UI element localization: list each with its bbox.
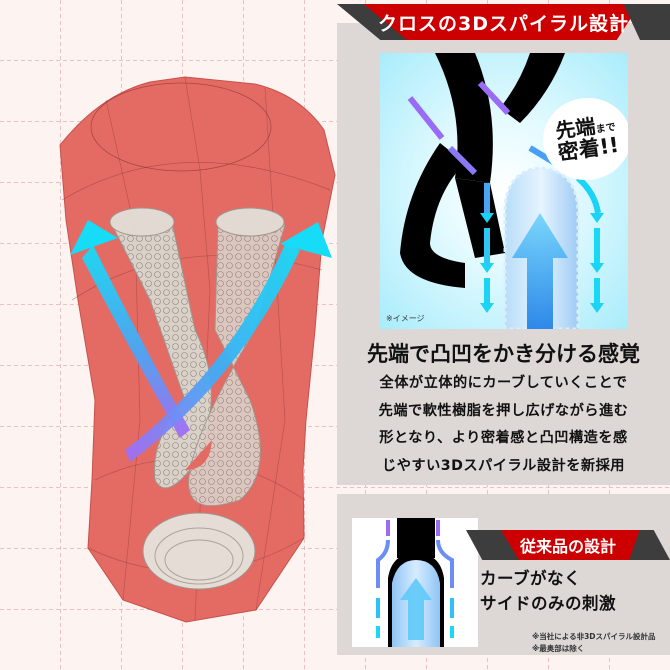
footnotes: ※当社による非3Dスパイラル設計品 ※最奥部は除く	[532, 631, 656, 655]
spiral-design-banner: クロスの3Dスパイラル設計	[337, 4, 670, 40]
curved-arrow-icon	[125, 222, 332, 462]
up-arrow-icon	[512, 213, 568, 329]
inner-spiral-tubes	[109, 207, 286, 590]
curved-arrow-icon	[70, 220, 190, 438]
banner-title: 従来品の設計	[519, 537, 616, 556]
up-arrow-icon	[400, 578, 432, 640]
banner-title: クロスの3Dスパイラル設計	[378, 12, 629, 35]
traditional-description: カーブがなく サイドのみの刺激	[480, 566, 616, 616]
description-line: 全体が立体的にカーブしていくことで	[379, 375, 628, 391]
description-line: 先端で軟性樹脂を押し広げながら進む	[378, 402, 629, 419]
description-line: じやすい3Dスパイラル設計を新採用	[382, 457, 625, 474]
footnote: ※最奥部は除く	[532, 644, 585, 653]
description-line: 形となり、より密着感と凸凹構造を感	[379, 430, 628, 446]
description-line: カーブがなく	[480, 569, 582, 588]
image-note: ※イメージ	[386, 314, 425, 323]
spiral-diagram-image: 先端まで 密着!! ※イメージ	[380, 53, 628, 329]
footnote: ※当社による非3Dスパイラル設計品	[532, 632, 656, 641]
feature-headline: 先端で凸凹をかき分ける感覚	[367, 342, 640, 366]
traditional-design-banner: 従来品の設計	[466, 530, 670, 560]
description-line: サイドのみの刺激	[480, 594, 616, 613]
traditional-diagram-image	[352, 518, 478, 647]
product-illustration	[59, 76, 336, 623]
feature-description: 全体が立体的にカーブしていくことで 先端で軟性樹脂を押し広げながら進む 形となり…	[337, 370, 670, 480]
